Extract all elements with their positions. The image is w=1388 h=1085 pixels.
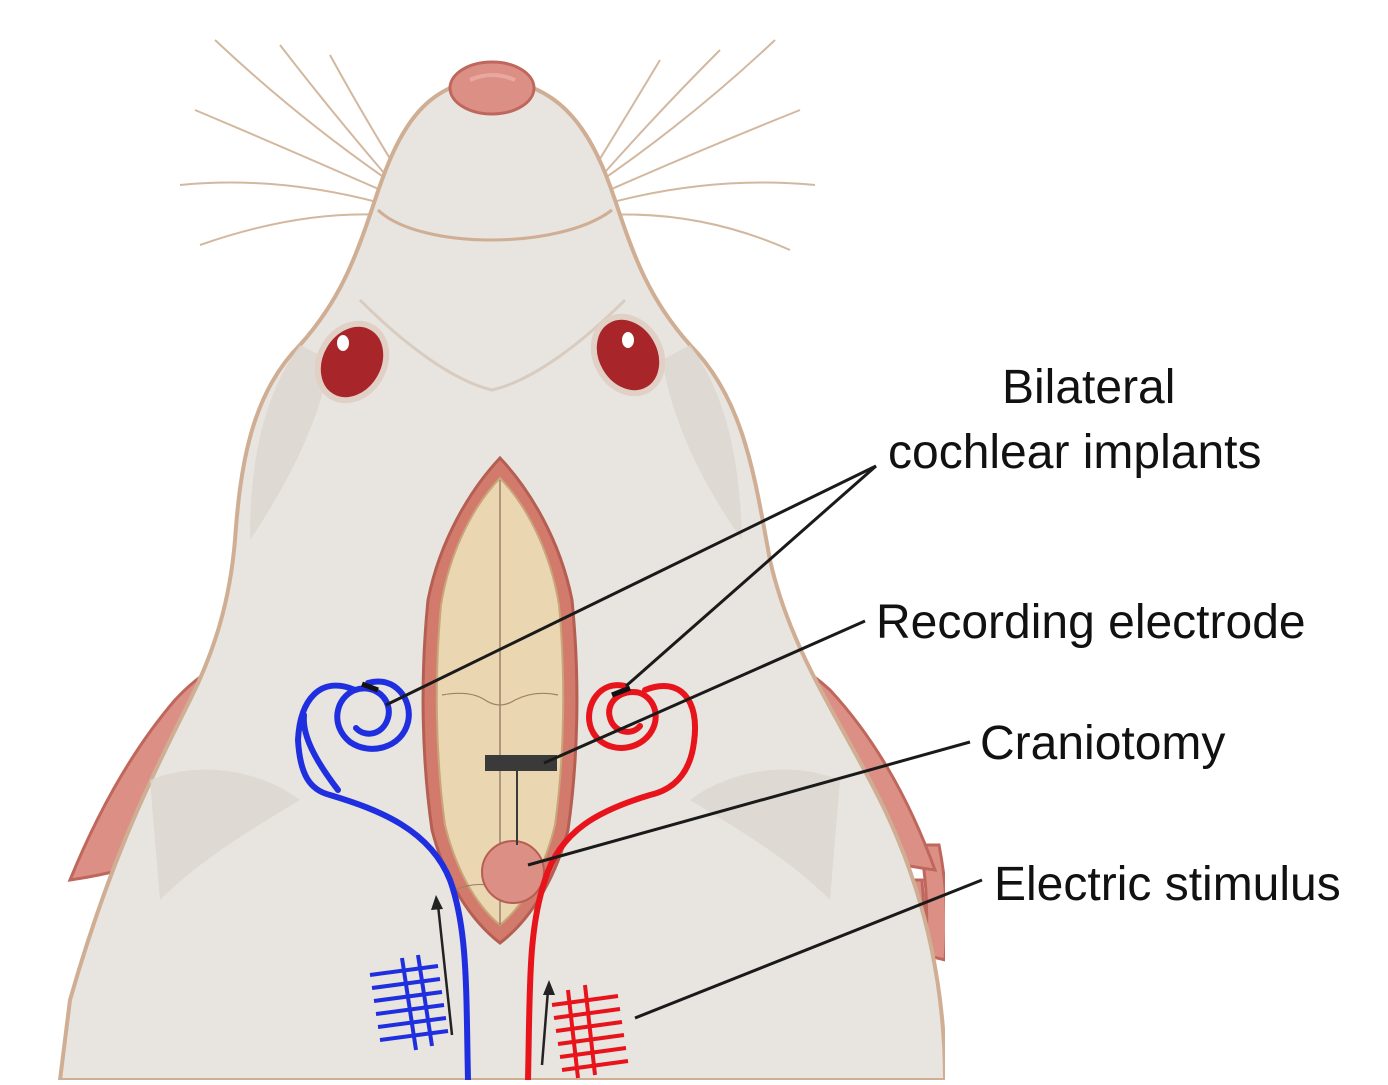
label-bilateral-line2: cochlear implants [888, 425, 1262, 481]
label-electric-stimulus: Electric stimulus [994, 857, 1341, 913]
label-recording-electrode: Recording electrode [876, 595, 1306, 651]
label-craniotomy: Craniotomy [980, 716, 1225, 772]
nose [450, 62, 534, 114]
label-bilateral-line1: Bilateral [1002, 360, 1175, 416]
craniotomy-circle [482, 841, 544, 903]
